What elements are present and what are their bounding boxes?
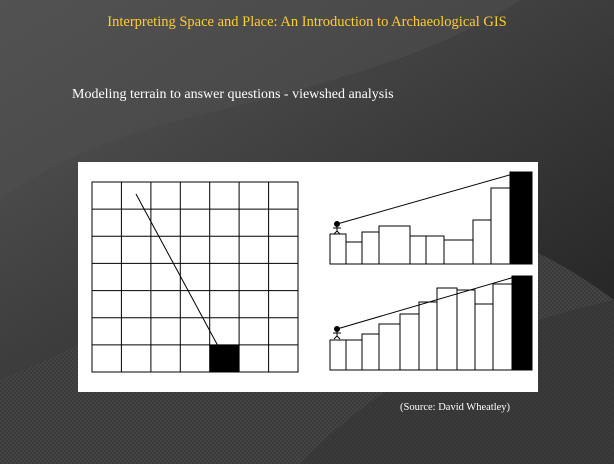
target-cell xyxy=(209,344,240,372)
profile-visible xyxy=(329,171,533,265)
slide-subtitle: Modeling terrain to answer questions - v… xyxy=(72,87,394,102)
sight-line-blocked xyxy=(336,275,519,330)
raster-grid xyxy=(91,181,299,373)
observer-figure-top xyxy=(333,221,341,235)
sight-line-visible xyxy=(336,171,521,225)
viewshed-figure xyxy=(78,162,538,392)
profile-hidden xyxy=(329,275,533,371)
viewshed-diagram xyxy=(91,171,533,373)
source-caption: (Source: David Wheatley) xyxy=(400,402,511,413)
slide-title: Interpreting Space and Place: An Introdu… xyxy=(107,14,507,30)
sight-line-plan xyxy=(135,193,219,347)
